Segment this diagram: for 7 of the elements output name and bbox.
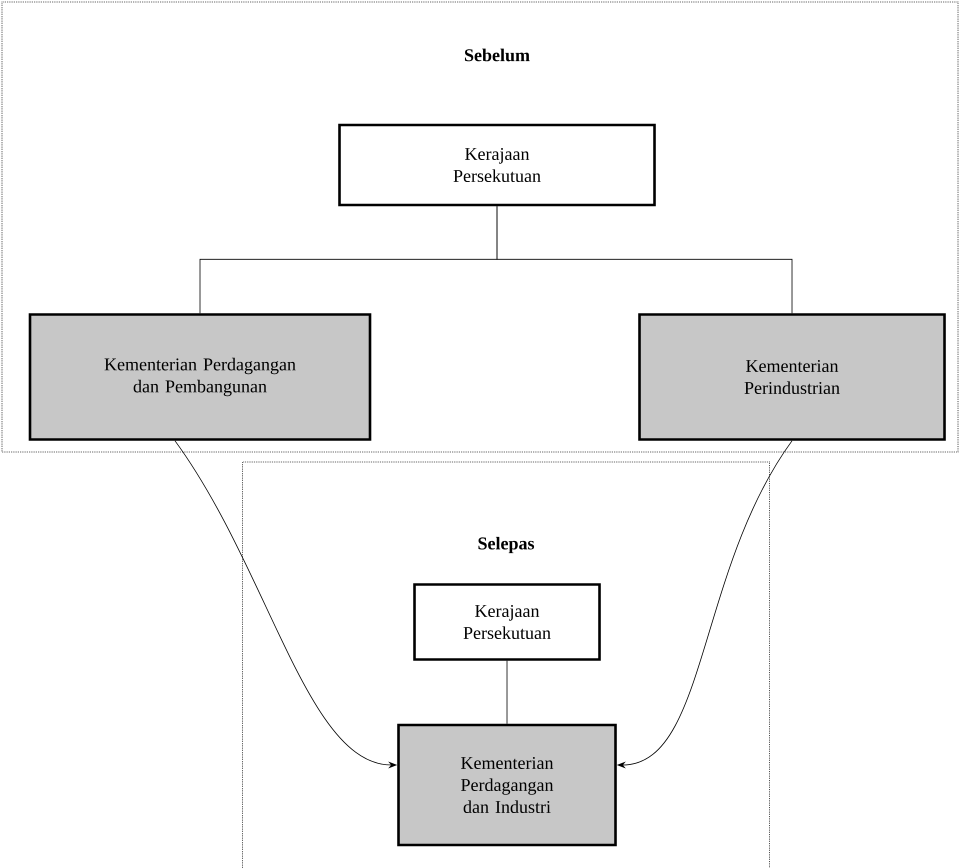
org-box: Kementerian Perdagangan dan Pembangunan (28, 313, 372, 441)
connector (496, 206, 792, 314)
connector (506, 660, 508, 724)
org-box: Kementerian Perindustrian (638, 313, 946, 441)
org-box: Kementerian Perdagangan dan Industri (397, 724, 617, 846)
org-box: Kerajaan Persekutuan (338, 124, 656, 206)
org-box: Kerajaan Persekutuan (413, 583, 601, 661)
